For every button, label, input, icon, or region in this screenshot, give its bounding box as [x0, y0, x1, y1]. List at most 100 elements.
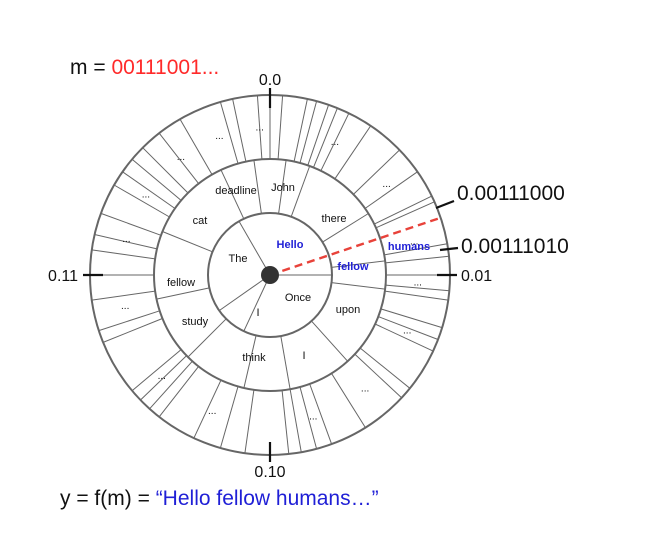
outer-divider [131, 349, 182, 392]
outer-divider [353, 149, 400, 195]
outer-divider [331, 373, 366, 428]
output-label: y = f(m) = “Hello fellow humans…” [60, 487, 379, 510]
outer-divider [219, 386, 239, 449]
outer-divider [385, 284, 450, 292]
outer-divider [320, 112, 350, 171]
word-fellow: fellow [167, 277, 195, 289]
word-humans: humans [388, 241, 430, 253]
outer-divider [158, 132, 199, 184]
outer-divider [256, 95, 263, 160]
inner-ring-dividers [218, 221, 332, 332]
outer-divider [91, 249, 156, 260]
middle-divider [243, 335, 257, 389]
outer-ellipsis: ... [158, 371, 166, 382]
tick-label-bottom: 0.10 [254, 464, 285, 481]
middle-divider [162, 231, 213, 253]
interval-lower-label: 0.00111010 [461, 235, 569, 258]
outer-divider [307, 104, 330, 166]
tick-label-left: 0.11 [48, 268, 78, 285]
outer-divider [149, 360, 193, 410]
outer-ring-ellipses: ........................................… [121, 122, 422, 422]
tick-label-top: 0.0 [259, 72, 281, 89]
middle-divider [156, 287, 210, 300]
outer-divider [98, 310, 160, 332]
outer-ellipsis: ... [309, 412, 317, 423]
outer-ellipsis: ... [410, 237, 418, 248]
outer-divider [299, 386, 318, 450]
middle-divider [311, 320, 348, 362]
outer-ellipsis: ... [361, 383, 369, 394]
outer-divider [293, 98, 308, 162]
outer-divider [364, 171, 418, 209]
word-upon: upon [336, 304, 360, 316]
outer-ellipsis: ... [142, 189, 150, 200]
outer-divider [378, 316, 439, 340]
middle-divider [331, 282, 386, 290]
word-cat: cat [193, 215, 208, 227]
word-i-inner: I [256, 307, 259, 319]
outer-divider [375, 201, 435, 229]
outer-divider [179, 118, 213, 175]
tick-label-right: 0.01 [461, 268, 492, 285]
message-bits: 00111001... [111, 56, 219, 79]
tick-interval-lower [439, 246, 459, 252]
outer-divider [309, 383, 333, 445]
outer-divider [289, 389, 302, 453]
outer-divider [354, 353, 402, 399]
inner-ring-words: The Hello Once I [229, 239, 312, 319]
word-study: study [182, 316, 209, 328]
message-prefix: m = [70, 56, 111, 79]
axis-ticks [83, 88, 459, 462]
outer-divider [380, 308, 443, 329]
outer-ellipsis: ... [208, 406, 216, 417]
outer-divider [277, 95, 284, 160]
word-there: there [321, 213, 346, 225]
outer-divider [359, 347, 411, 389]
middle-divider [331, 260, 386, 268]
middle-ring-dividers [156, 160, 386, 390]
outer-ellipsis: ... [331, 137, 339, 148]
message-label: m = 00111001... [70, 56, 219, 79]
word-once: Once [285, 292, 311, 304]
outer-ellipsis: ... [382, 179, 390, 190]
outer-divider [113, 184, 170, 218]
outer-divider [102, 318, 163, 343]
inner-divider [243, 274, 271, 332]
word-the: The [229, 253, 248, 265]
middle-divider [220, 169, 245, 220]
outer-ellipsis: ... [122, 234, 130, 245]
outer-divider [219, 101, 239, 164]
outer-divider [142, 147, 189, 194]
output-prefix: y = f(m) = [60, 487, 156, 510]
outer-ring-dividers [90, 95, 450, 455]
outer-ellipsis: ... [177, 152, 185, 163]
outer-divider [281, 390, 290, 455]
interval-pointer-line [269, 216, 441, 277]
outer-divider [384, 243, 448, 256]
outer-divider [313, 107, 338, 168]
outer-divider [94, 234, 158, 250]
outer-divider [299, 100, 318, 164]
outer-ellipsis: ... [215, 131, 223, 142]
word-think: think [242, 352, 266, 364]
middle-divider [187, 318, 227, 358]
outer-divider [232, 98, 247, 162]
tick-interval-upper [435, 199, 455, 210]
word-fellow-selected: fellow [337, 261, 369, 273]
inner-ring [207, 212, 333, 338]
outer-ellipsis: ... [414, 278, 422, 289]
outer-divider [100, 212, 162, 236]
middle-divider [278, 160, 287, 214]
center-dot [261, 266, 279, 284]
word-hello: Hello [277, 239, 304, 251]
outer-divider [91, 290, 156, 301]
middle-divider [280, 336, 291, 390]
outer-divider [374, 323, 434, 352]
outer-divider [140, 355, 187, 401]
word-john: John [271, 182, 295, 194]
middle-ring-words: John there fellow upon I think study fel… [167, 182, 369, 364]
interval-upper-label: 0.00111000 [457, 182, 565, 205]
middle-divider [253, 160, 262, 214]
outer-divider [244, 389, 255, 454]
